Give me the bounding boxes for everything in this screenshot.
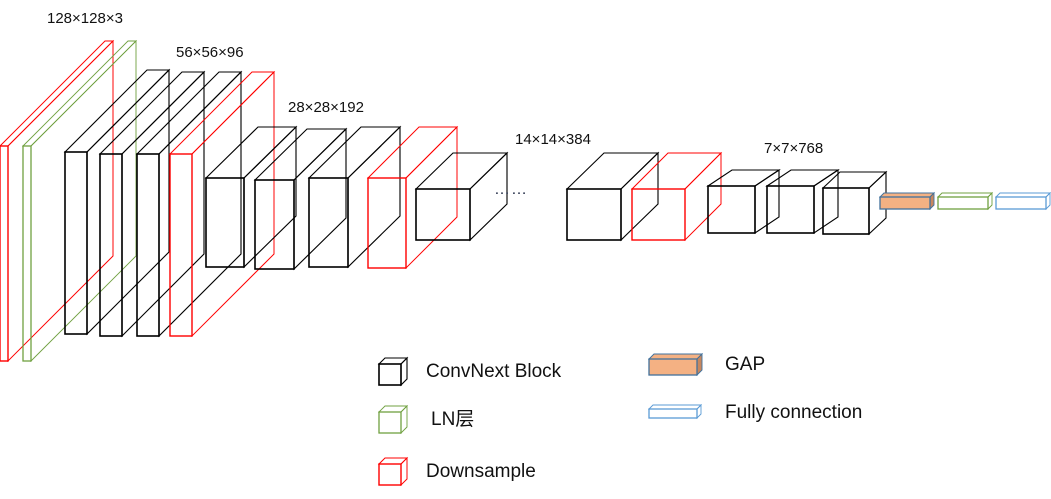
layer-downsample-12-side-face <box>684 151 722 242</box>
layer-block-8 <box>307 125 402 269</box>
layer-ln-1-top-face <box>21 40 138 147</box>
legend-icon-block-top-face <box>377 357 409 365</box>
layer-block-7 <box>253 127 348 271</box>
legend-label-ln: LN层 <box>431 409 474 430</box>
layer-block-13-top-face <box>706 169 781 187</box>
layer-block-7-front-face <box>254 179 295 270</box>
layer-downsample-9-top-face <box>366 126 459 179</box>
layer-block-6 <box>204 125 298 269</box>
layer-downsample-0-front-face <box>0 145 9 362</box>
layer-downsample-9-front-face <box>367 177 407 269</box>
legend-icon-downsample-top-face <box>377 457 409 465</box>
dim-label-input: 128×128×3 <box>47 10 123 27</box>
layer-block-8-side-face <box>347 125 401 269</box>
layer-downsample-0-side-face <box>7 39 114 363</box>
layer-block-13-front-face <box>707 185 756 234</box>
layer-block-3 <box>98 70 206 338</box>
legend-icon-downsample-side-face <box>400 456 408 487</box>
legend-icon-block-front-face <box>378 363 402 386</box>
layer-block-13 <box>706 168 781 235</box>
layer-ln-17-front-face <box>937 196 989 210</box>
dim-label-stage3: 14×14×384 <box>515 131 591 148</box>
layer-block-10-front-face <box>415 188 471 241</box>
layer-block-4-side-face <box>158 70 242 338</box>
layer-block-3-front-face <box>99 153 123 337</box>
legend <box>377 352 704 487</box>
dim-label-stage4: 7×7×768 <box>764 140 823 157</box>
legend-icon-block <box>377 356 409 387</box>
layer-ln-17 <box>936 191 994 211</box>
layer-block-15-top-face <box>821 171 888 189</box>
layer-downsample-12-front-face <box>631 188 686 241</box>
layer-block-11-top-face <box>565 152 660 190</box>
legend-label-block: ConvNext Block <box>426 361 562 382</box>
layer-block-3-top-face <box>98 71 206 155</box>
legend-icon-downsample <box>377 456 409 487</box>
layer-block-15-front-face <box>822 187 870 235</box>
layer-block-14 <box>765 168 840 235</box>
layer-downsample-5-front-face <box>169 153 193 337</box>
legend-icon-ln-side-face <box>400 404 408 435</box>
legend-icon-gap <box>647 352 704 377</box>
dim-label-stage2: 28×28×192 <box>288 99 364 116</box>
layer-downsample-0 <box>0 39 115 363</box>
layer-downsample-0-top-face <box>0 40 115 147</box>
layer-block-6-front-face <box>205 177 245 268</box>
legend-icon-fc <box>647 403 703 420</box>
legend-icon-ln-top-face <box>377 405 409 413</box>
layer-ln-1 <box>21 39 138 363</box>
legend-label-fc: Fully connection <box>725 402 862 423</box>
layer-block-11 <box>565 151 660 242</box>
layer-downsample-5-top-face <box>168 71 276 155</box>
legend-label-downsample: Downsample <box>426 461 536 482</box>
layer-block-4-front-face <box>136 153 160 337</box>
layer-block-14-side-face <box>813 168 839 235</box>
layer-block-8-front-face <box>308 177 349 268</box>
legend-icon-ln <box>377 404 409 435</box>
layer-gap-16-front-face <box>879 196 931 210</box>
legend-label-gap: GAP <box>725 354 765 375</box>
layer-block-14-front-face <box>766 185 815 234</box>
layer-block-4-top-face <box>135 71 243 155</box>
legend-icon-downsample-front-face <box>378 463 402 486</box>
layer-ln-1-front-face <box>22 145 32 362</box>
legend-icon-gap-front-face <box>648 358 698 376</box>
legend-icon-ln-front-face <box>378 411 402 434</box>
layer-block-11-side-face <box>620 151 659 242</box>
layer-block-2 <box>63 68 171 336</box>
layer-downsample-9-side-face <box>405 125 458 270</box>
layer-block-10 <box>414 151 509 242</box>
layer-block-4 <box>135 70 243 338</box>
layer-block-15 <box>821 170 888 236</box>
legend-icon-block-side-face <box>400 356 408 387</box>
layer-gap-16 <box>878 191 936 211</box>
layer-downsample-12-top-face <box>630 152 723 190</box>
layer-downsample-9 <box>366 125 459 270</box>
layer-downsample-12 <box>630 151 723 242</box>
layer-block-2-front-face <box>64 151 88 335</box>
legend-icon-fc-front-face <box>648 408 698 419</box>
layer-downsample-5 <box>168 70 276 338</box>
layer-fc-18-front-face <box>995 196 1047 210</box>
dim-label-stage1: 56×56×96 <box>176 44 244 61</box>
layer-fc-18 <box>994 191 1051 211</box>
legend-icon-gap-top-face <box>647 353 704 360</box>
ellipsis-repeat-marker: …… <box>494 181 528 198</box>
layer-block-2-top-face <box>63 69 171 153</box>
layer-ln-1-side-face <box>30 39 137 363</box>
layer-stack <box>0 39 1051 363</box>
layer-block-11-front-face <box>566 188 622 241</box>
